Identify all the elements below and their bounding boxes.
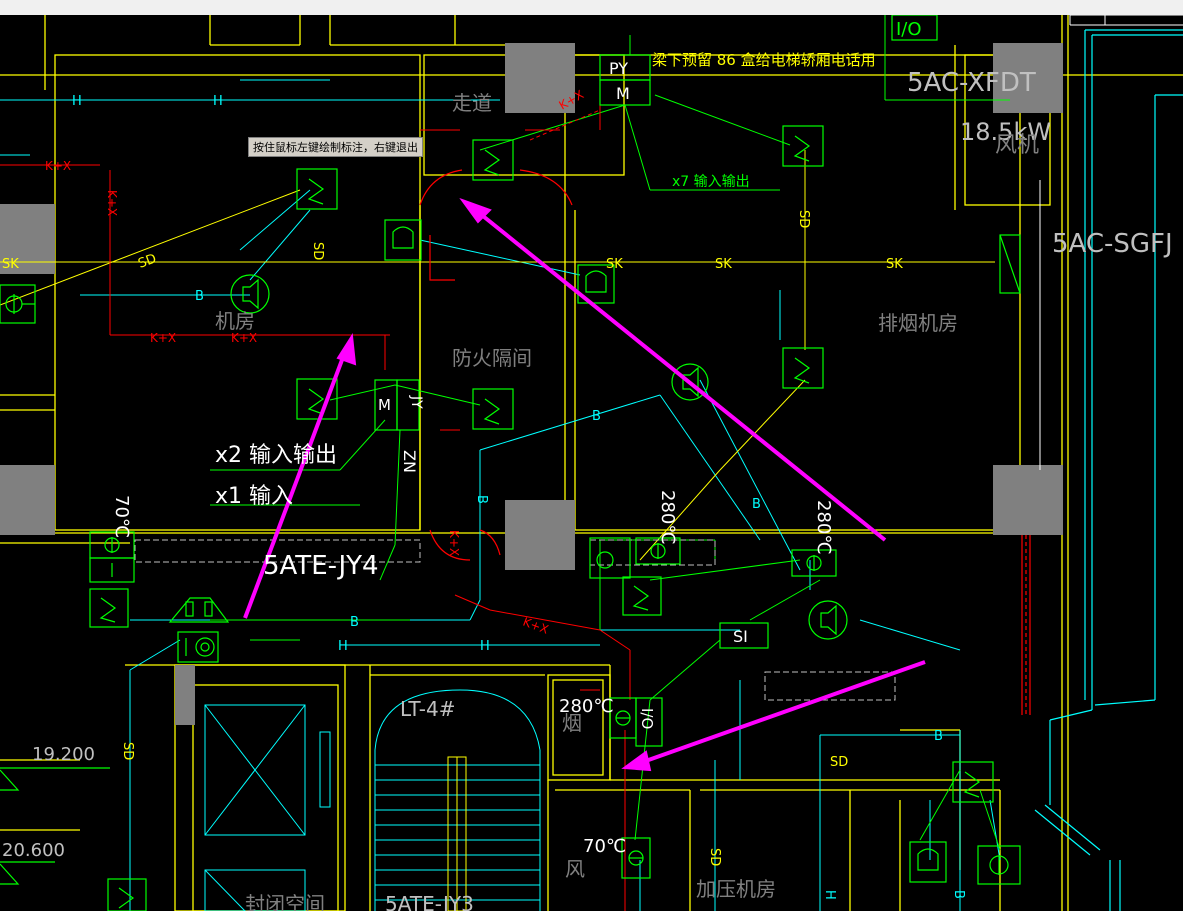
io-top-label: I/O: [896, 19, 922, 40]
b-tag: B: [592, 409, 601, 424]
kx-tag: K+X: [105, 190, 119, 216]
h-tag: H: [72, 94, 82, 109]
bell-devices[interactable]: [168, 219, 947, 883]
sd-tag: SD: [796, 210, 811, 228]
smoke-detectors[interactable]: [89, 125, 994, 911]
h-tag: H: [822, 890, 837, 900]
temp280-a: 280℃: [657, 490, 678, 545]
pressure-room-label: 加压机房: [696, 877, 776, 901]
sk-tag: SK: [886, 257, 903, 272]
zn-label: ZN: [400, 450, 419, 473]
x7-note: x7 输入输出: [672, 174, 750, 190]
b-tag: B: [195, 289, 204, 304]
staircase: [374, 689, 541, 911]
dashed-boxes: [134, 539, 896, 701]
sk-tag: SK: [606, 257, 623, 272]
cad-drawing-canvas[interactable]: I/O PY M 梁下预留 86 盒给电梯轿厢电话用 5AC-XFDT 5AC-…: [0, 15, 1183, 911]
manual-alarm-buttons[interactable]: [0, 284, 1021, 885]
power-label: 18.5kW: [960, 118, 1051, 146]
temp70-left: 70℃: [111, 495, 132, 538]
b-tag: B: [350, 615, 359, 630]
door-swings: [419, 169, 573, 561]
red-duct-vertical: [1021, 535, 1031, 715]
cursor-hint-tooltip: 按住鼠标左键绘制标注，右键退出: [248, 137, 423, 157]
line-tags-cyan: H H H H H B B B B B B B: [72, 94, 966, 900]
temp280-b: 280℃: [813, 500, 834, 555]
stair-rail: [447, 756, 467, 911]
lt3-label: 5ATE-JY3: [385, 892, 474, 911]
sk-lines: [0, 150, 995, 561]
level1-label: 19.200: [32, 744, 95, 765]
sd-tag: SD: [707, 848, 722, 866]
x1-note: x1 输入: [215, 484, 293, 509]
kx-tag: K+X: [45, 159, 71, 173]
xfdt-label: 5AC-XFDT: [907, 68, 1036, 98]
si-label: SI: [733, 627, 748, 646]
top-note: 梁下预留 86 盒给电梯轿厢电话用: [652, 51, 876, 69]
sk-tag: SK: [715, 257, 732, 272]
level2-label: 20.600: [2, 840, 65, 861]
lt4-label: LT-4#: [400, 697, 455, 721]
line-tags-yellow: SD SD SD SD SD SD SK SK SK SK: [2, 210, 903, 866]
x2-note: x2 输入输出: [215, 443, 337, 468]
module-boxes[interactable]: [374, 15, 1021, 747]
h-tag: H: [480, 639, 490, 654]
temp70-bot: 70℃: [583, 836, 626, 857]
window-top-bar: [0, 0, 1183, 15]
b-tag: B: [752, 497, 761, 512]
sgfj-label: 5AC-SGFJ: [1052, 229, 1173, 259]
sk-tag: SK: [2, 257, 19, 272]
wind-char: 风: [565, 857, 585, 881]
temp280-smoke: 280℃: [559, 696, 614, 717]
elevator-car: [204, 704, 331, 911]
room-labels: 走道 机房 防火隔间 排烟机房 加压机房 封闭空间 LT-4# 5ATE-JY3…: [215, 91, 958, 911]
m-module-label: M: [378, 396, 391, 414]
kx-tag: K+X: [521, 615, 550, 637]
h-tag: H: [213, 94, 223, 109]
cyan-pipes: [1034, 29, 1183, 911]
speaker-devices[interactable]: [230, 274, 848, 640]
elev-bottom-label: 封闭空间: [245, 892, 325, 911]
b-tag: B: [951, 890, 966, 899]
sd-tag: SD: [136, 251, 158, 271]
fire-room-label: 防火隔间: [452, 346, 532, 370]
level-markers: [0, 767, 110, 885]
annotation-arrows: [243, 197, 926, 772]
kx-tag: K+X: [447, 530, 461, 556]
machine-room-label: 机房: [215, 309, 255, 333]
fan-room-label: 风机: [995, 133, 1039, 158]
py-label: PY: [609, 59, 628, 78]
sd-tag: SD: [120, 742, 135, 760]
h-tag: H: [338, 639, 348, 654]
temperature-labels: 70℃ 280℃ 280℃ 280℃ 70℃ 19.200 20.600: [2, 490, 834, 861]
sd-tag: SD: [310, 242, 325, 260]
red-lines: [0, 60, 631, 911]
b-tag: B: [474, 495, 489, 504]
signal-lines-h: [0, 79, 1001, 911]
sd-tag: SD: [830, 755, 848, 770]
kx-tag: K+X: [150, 331, 176, 345]
jy4-label: 5ATE-JY4: [263, 551, 379, 581]
corridor-label: 走道: [452, 91, 492, 115]
white-lines: [1039, 15, 1183, 470]
kx-tag: K+X: [231, 331, 257, 345]
structural-columns: [0, 43, 1063, 725]
smoke-char: 烟: [562, 711, 582, 735]
m-label: M: [616, 84, 630, 103]
io-mid-label: I/O: [638, 708, 656, 729]
jy-module-label: JY: [408, 395, 424, 409]
b-tag: B: [934, 729, 943, 744]
green-labels: I/O PY M 梁下预留 86 盒给电梯轿厢电话用 5AC-XFDT 5AC-…: [215, 19, 1173, 729]
smoke-room-label: 排烟机房: [878, 311, 958, 335]
